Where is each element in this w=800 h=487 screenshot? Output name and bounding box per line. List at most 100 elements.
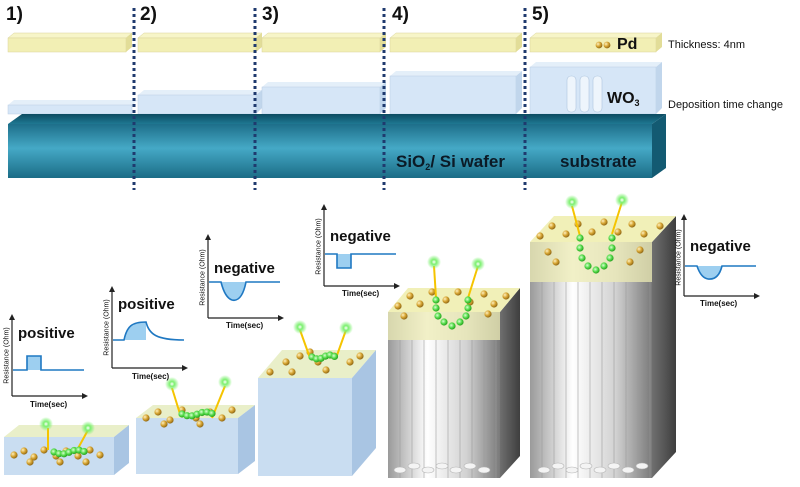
- step-label-1: 1): [6, 4, 23, 25]
- pd-particle: [490, 300, 498, 308]
- response-sign-5: negative: [690, 238, 751, 255]
- response-graph-3: [205, 234, 284, 321]
- pd-particle: [614, 228, 622, 236]
- response-xlabel-2: Time(sec): [132, 372, 170, 381]
- electron-bead: [55, 450, 63, 458]
- pd-particle: [588, 228, 596, 236]
- electron-bead: [462, 312, 470, 320]
- electron-bead: [440, 318, 448, 326]
- gas-interaction-1: [39, 417, 95, 453]
- response-ylabel-5: Resistance (Ohm): [675, 229, 683, 286]
- pd-particle: [400, 312, 408, 320]
- response-ylabel-4: Resistance (Ohm): [315, 218, 323, 275]
- electron-bead: [456, 318, 464, 326]
- pd-particle: [86, 446, 94, 454]
- step-label-2: 2): [140, 4, 157, 25]
- response-graph-4: [321, 204, 400, 289]
- electron-bead: [448, 322, 456, 330]
- pd-particle: [552, 258, 560, 266]
- electron-bead: [432, 296, 440, 304]
- pd-particle: [154, 408, 162, 416]
- pd-layer-row: [7, 32, 663, 53]
- sample-block-4: [388, 288, 520, 478]
- gas-interaction-3: [293, 320, 353, 359]
- pd-particle: [288, 368, 296, 376]
- response-graph-1: [9, 314, 88, 399]
- step-dividers: [132, 8, 527, 190]
- sample-block-5: [530, 216, 676, 478]
- pd-particle: [218, 414, 226, 422]
- thickness-label: Thickness: 4nm: [668, 39, 746, 51]
- response-xlabel-3: Time(sec): [226, 321, 264, 330]
- gas-interaction-5: [565, 193, 629, 237]
- pd-particle: [266, 368, 274, 376]
- response-ylabel-2: Resistance (Ohm): [103, 299, 111, 356]
- pd-particle: [322, 366, 330, 374]
- response-graph-2: [109, 286, 188, 371]
- sample-block-3: [258, 350, 376, 476]
- pd-particle: [296, 352, 304, 360]
- step-label-5: 5): [532, 4, 549, 25]
- pd-particle: [166, 416, 174, 424]
- pd-particle: [442, 296, 450, 304]
- pd-particle: [228, 406, 236, 414]
- step-label-3: 3): [262, 4, 279, 25]
- pd-particle: [640, 230, 648, 238]
- pd-particle: [10, 451, 18, 459]
- electron-bead: [608, 244, 616, 252]
- response-sign-3: negative: [214, 260, 275, 277]
- electron-bead: [578, 254, 586, 262]
- response-sign-2: positive: [118, 296, 175, 313]
- pd-particle: [562, 230, 570, 238]
- response-graph-5: [681, 214, 760, 299]
- electron-bead: [330, 352, 339, 361]
- pd-particle: [628, 220, 636, 228]
- sio2-label: SiO2/ Si wafer: [396, 152, 505, 172]
- pd-particle: [26, 458, 34, 466]
- pd-particle: [548, 222, 556, 230]
- pd-particle: [282, 358, 290, 366]
- response-xlabel-5: Time(sec): [700, 299, 738, 308]
- pd-particle: [406, 292, 414, 300]
- pd-particle: [416, 300, 424, 308]
- pd-particle: [196, 420, 204, 428]
- step-label-4: 4): [392, 4, 409, 25]
- pd-particle: [394, 302, 402, 310]
- gas-interaction-4: [427, 255, 485, 299]
- electron-bead: [592, 266, 600, 274]
- pd-particle: [626, 258, 634, 266]
- pd-particle: [536, 232, 544, 240]
- electron-bead: [464, 296, 472, 304]
- electron-chains: [50, 234, 616, 458]
- response-ylabel-3: Resistance (Ohm): [199, 249, 207, 306]
- pd-particle: [96, 451, 104, 459]
- pd-particle: [160, 420, 168, 428]
- pd-particle: [484, 310, 492, 318]
- pd-particle: [656, 222, 664, 230]
- pd-particle: [544, 248, 552, 256]
- electron-bead: [608, 234, 616, 242]
- electron-bead: [434, 312, 442, 320]
- wo3-label: WO3: [607, 90, 640, 108]
- pd-particle: [142, 414, 150, 422]
- response-sign-1: positive: [18, 325, 75, 342]
- pd-particle: [454, 288, 462, 296]
- pd-particle: [502, 292, 510, 300]
- electron-bead: [584, 262, 592, 270]
- pd-particle: [600, 218, 608, 226]
- pd-particle: [56, 458, 64, 466]
- pd-particle: [20, 447, 28, 455]
- pd-label: Pd: [617, 36, 638, 53]
- deposition-label: Deposition time change: [668, 99, 783, 111]
- response-sign-4: negative: [330, 228, 391, 245]
- pd-particle: [428, 288, 436, 296]
- electron-bead: [606, 254, 614, 262]
- substrate-label: substrate: [560, 152, 637, 171]
- response-xlabel-1: Time(sec): [30, 400, 68, 409]
- wo3-layer-row: [7, 62, 662, 115]
- pd-particle: [82, 458, 90, 466]
- response-xlabel-4: Time(sec): [342, 289, 380, 298]
- pd-particle: [30, 453, 38, 461]
